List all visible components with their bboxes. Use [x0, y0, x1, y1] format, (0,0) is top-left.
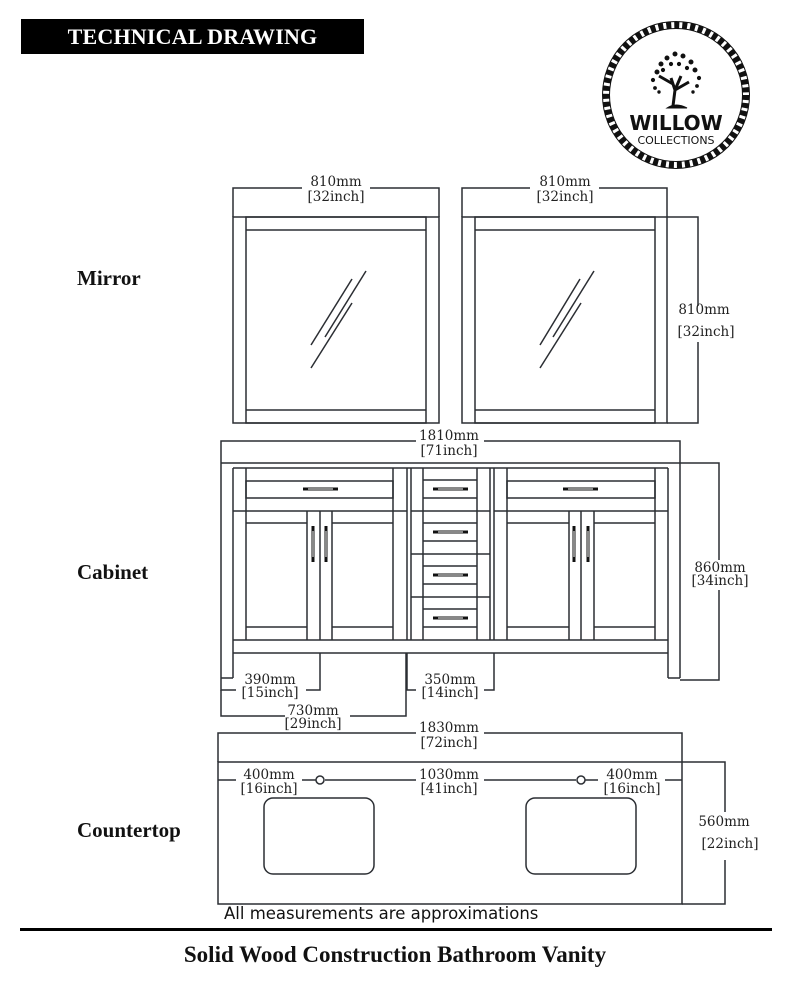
dim-half-width-inch: [29inch] — [285, 716, 342, 732]
footer-title: Solid Wood Construction Bathroom Vanity — [183, 942, 607, 967]
dim-countertop-width-inch: [72inch] — [421, 735, 478, 751]
dim-half-width-mm: 730mm — [287, 703, 339, 719]
dim-side-opening-inch: [15inch] — [242, 685, 299, 701]
dim-sink-spacing-inch: [41inch] — [421, 781, 478, 797]
logo-subtitle-text: COLLECTIONS — [637, 134, 714, 147]
divider — [20, 928, 772, 931]
dim-line — [220, 440, 416, 463]
logo-brand-text: WILLOW — [629, 111, 722, 135]
dim-right-offset-inch: [16inch] — [604, 781, 661, 797]
dim-line — [220, 678, 236, 691]
dim-line — [484, 653, 495, 691]
dim-line — [680, 462, 720, 560]
mirror-right — [461, 187, 699, 424]
faucet-hole-icon — [576, 775, 586, 785]
dim-left-offset-inch: [16inch] — [241, 781, 298, 797]
dim-center-opening-mm: 350mm — [424, 672, 476, 688]
dim-mirror-right-mm: 810mm — [539, 174, 591, 190]
dim-line — [667, 342, 699, 424]
willow-tree-icon — [650, 51, 702, 109]
dim-line — [484, 440, 681, 463]
dim-line — [232, 187, 302, 217]
dim-line — [217, 732, 416, 762]
glass-reflection-icon — [539, 270, 595, 369]
dim-cabinet-height-inch: [34inch] — [692, 573, 749, 589]
glass-reflection-icon — [310, 270, 367, 369]
dim-line — [306, 653, 321, 691]
dim-line — [370, 187, 440, 217]
dim-line — [682, 860, 726, 905]
dim-line — [406, 653, 416, 691]
dim-countertop-depth-inch: [22inch] — [702, 836, 759, 852]
dim-line — [220, 690, 285, 717]
dim-mirror-right-inch: [32inch] — [537, 189, 594, 205]
willow-collections-logo: WILLOW COLLECTIONS — [601, 20, 751, 170]
dim-sink-spacing-mm: 1030mm — [419, 767, 479, 783]
section-label-mirror: Mirror — [77, 266, 141, 290]
dim-line — [599, 187, 668, 217]
dim-center-opening-inch: [14inch] — [422, 685, 479, 701]
dim-cabinet-height-mm: 860mm — [694, 560, 746, 576]
dim-line — [350, 653, 407, 717]
dim-countertop-width-mm: 1830mm — [419, 720, 479, 736]
dim-mirror-height-inch: [32inch] — [678, 324, 735, 340]
dim-cabinet-width-mm: 1810mm — [419, 428, 479, 444]
header-title: TECHNICAL DRAWING — [21, 19, 364, 54]
sink-basin-left — [263, 797, 375, 875]
dim-mirror-left-inch: [32inch] — [308, 189, 365, 205]
approximation-note: All measurements are approximations — [224, 904, 539, 923]
handle-highlights — [308, 488, 593, 619]
dim-line — [667, 216, 699, 306]
dim-right-offset-mm: 400mm — [606, 767, 658, 783]
dim-mirror-left-mm: 810mm — [310, 174, 362, 190]
dim-side-opening-mm: 390mm — [244, 672, 296, 688]
cabinet — [220, 440, 720, 717]
dim-line — [484, 732, 683, 762]
dim-left-offset-mm: 400mm — [243, 767, 295, 783]
dim-countertop-depth-mm: 560mm — [698, 814, 750, 830]
mirror-left — [232, 187, 440, 424]
dim-line — [680, 590, 720, 681]
faucet-hole-icon — [315, 775, 325, 785]
dim-line — [461, 187, 530, 217]
section-label-cabinet: Cabinet — [77, 560, 149, 584]
rope-ring-icon — [602, 21, 750, 169]
dim-cabinet-width-inch: [71inch] — [421, 443, 478, 459]
dim-line — [682, 761, 726, 812]
countertop — [217, 732, 726, 905]
sink-basin-right — [525, 797, 637, 875]
section-label-countertop: Countertop — [77, 818, 181, 842]
dim-mirror-height-mm: 810mm — [678, 302, 730, 318]
